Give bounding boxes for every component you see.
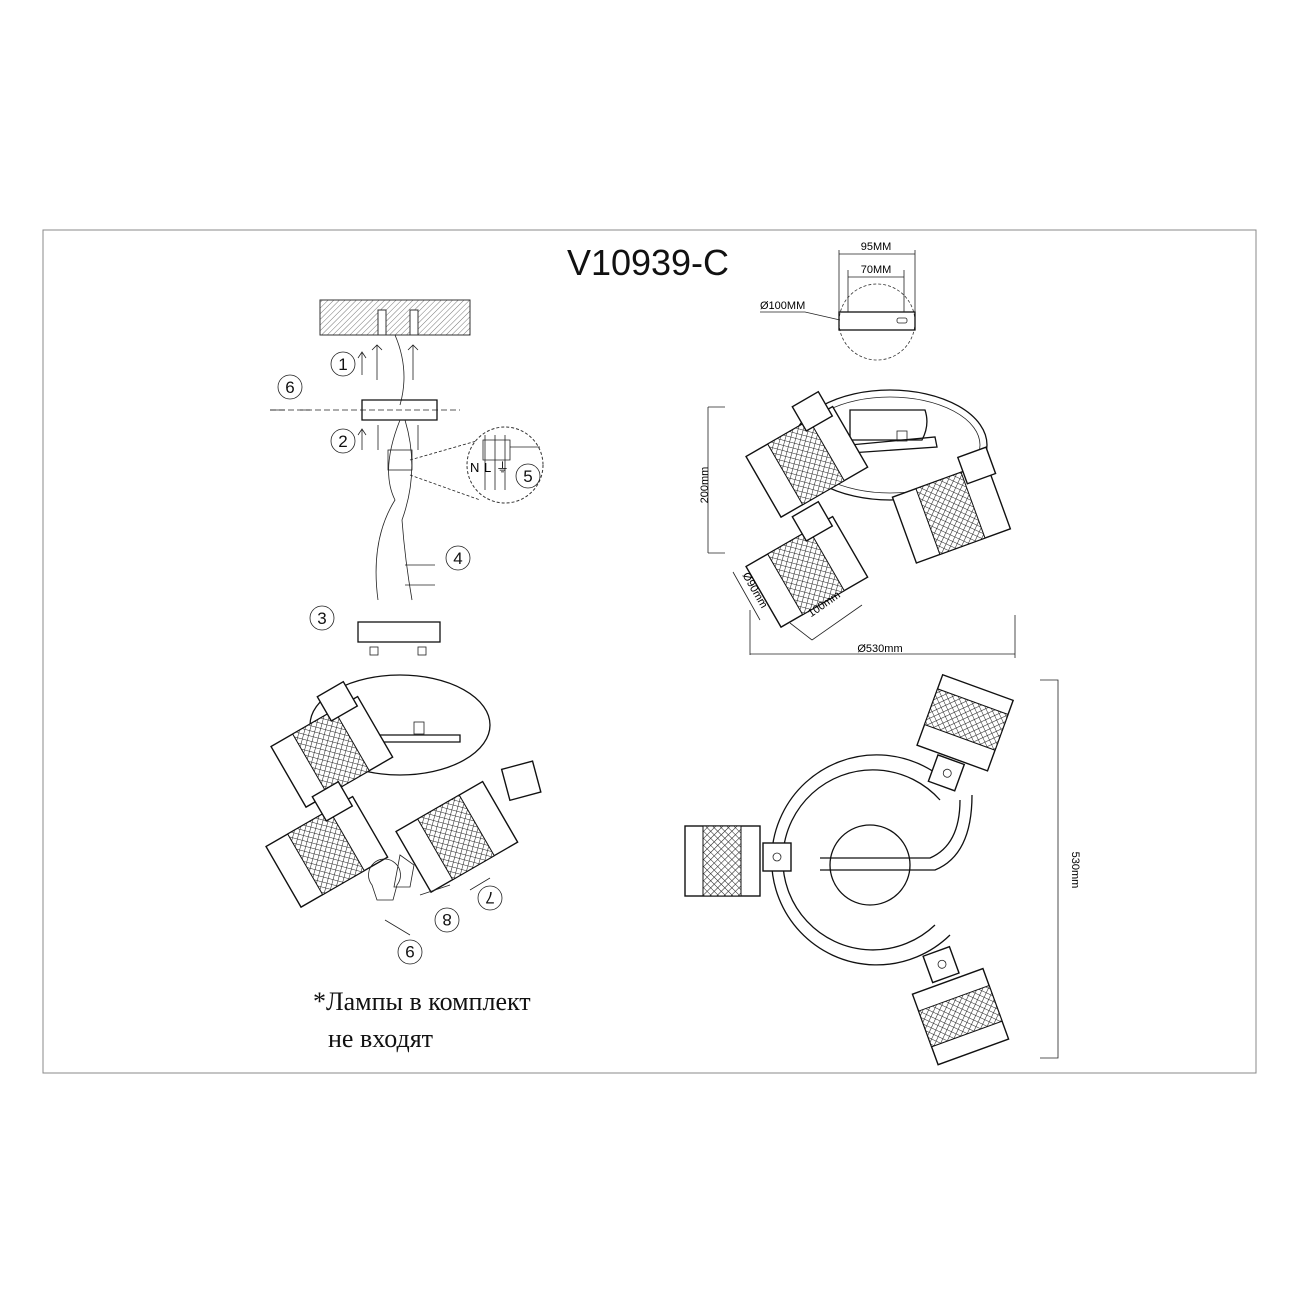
step-4-marker: 4 xyxy=(445,545,471,571)
step-7-marker: 7 xyxy=(477,885,503,911)
svg-text:6: 6 xyxy=(285,378,294,397)
svg-text:3: 3 xyxy=(317,609,326,628)
base-plate-detail: 95MM 70MM Ø100MM xyxy=(760,241,916,361)
svg-text:1: 1 xyxy=(338,355,347,374)
step-8-marker: 8 xyxy=(434,907,460,933)
base-width-label: 95MM xyxy=(861,241,892,253)
svg-text:5: 5 xyxy=(523,467,532,486)
svg-text:4: 4 xyxy=(453,549,462,568)
step-6-marker: 6 xyxy=(277,374,303,400)
drawing-frame xyxy=(42,229,1257,1074)
svg-text:2: 2 xyxy=(338,432,347,451)
overall-diameter-label: Ø530mm xyxy=(857,643,902,655)
top-view xyxy=(684,673,1059,1066)
step-9-marker: 9 xyxy=(397,939,423,965)
note-line-2: не входят xyxy=(328,1024,433,1053)
ground-symbol: ⏚ xyxy=(496,460,509,475)
svg-text:8: 8 xyxy=(442,910,451,929)
installation-diagram: N L ⏚ xyxy=(265,299,544,936)
svg-text:7: 7 xyxy=(485,888,494,907)
model-title: V10939-C xyxy=(567,242,729,283)
side-view xyxy=(707,389,1016,658)
neutral-label: N xyxy=(470,460,479,475)
step-1-marker: 1 xyxy=(330,351,356,377)
svg-text:9: 9 xyxy=(405,942,414,961)
base-diameter-label: Ø100MM xyxy=(760,300,805,312)
step-3-marker: 3 xyxy=(309,605,335,631)
height-label: 200mm xyxy=(699,467,711,504)
ceiling xyxy=(319,299,471,336)
step-5-marker: 5 xyxy=(515,463,541,489)
mount-spacing-label: 70MM xyxy=(861,264,892,276)
step-2-marker: 2 xyxy=(330,428,356,454)
live-label: L xyxy=(484,460,491,475)
note-line-1: *Лампы в комплект xyxy=(313,987,531,1016)
overall-span-label: 530mm xyxy=(1069,852,1081,889)
